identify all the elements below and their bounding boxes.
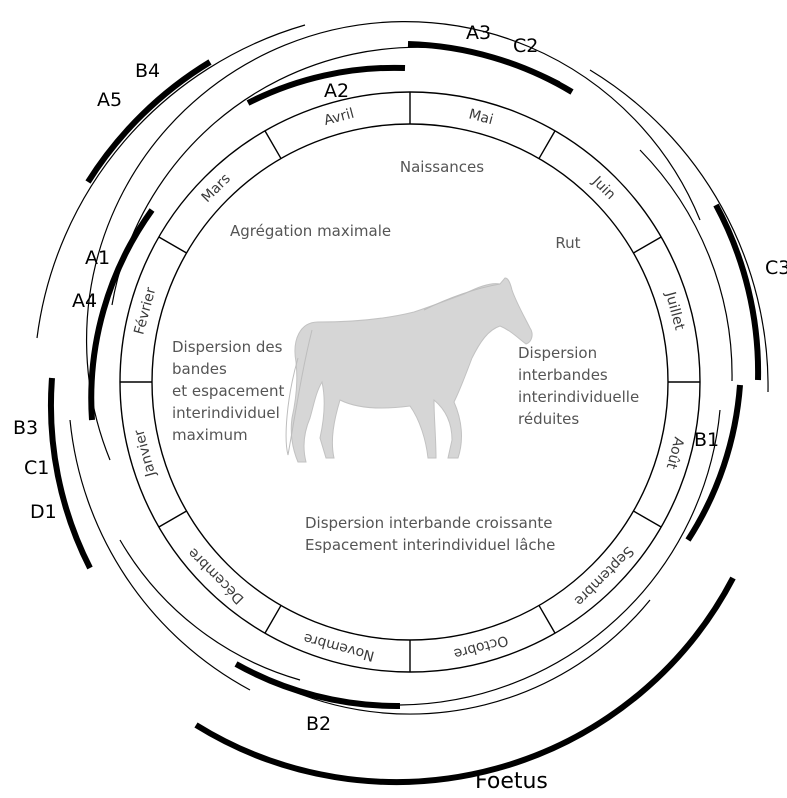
month-divider [539, 131, 555, 159]
arc-a3-c2 [408, 44, 572, 92]
arc-c3 [716, 205, 758, 380]
code-c3: C3 [765, 257, 787, 279]
arc-left-lower [70, 420, 250, 690]
phase-naissances: Naissances [400, 158, 484, 176]
code-b2: B2 [306, 713, 331, 735]
phase-dispersion-bandes-line1: Dispersion des [172, 338, 283, 356]
month-label-2: Mars [199, 171, 234, 206]
phase-agregation: Agrégation maximale [230, 222, 391, 240]
month-label-3: Avril [322, 106, 356, 129]
phase-dispersion-interbandes-line3: interindividuelle [518, 388, 639, 406]
arc-b3-c1-d1 [51, 378, 90, 568]
horse-silhouette-icon [286, 278, 532, 462]
code-a2: A2 [324, 80, 349, 102]
phase-dispersion-bandes-line5: maximum [172, 426, 248, 444]
month-label-1: Février [131, 285, 159, 336]
month-divider [265, 131, 281, 159]
code-a4: A4 [72, 290, 97, 312]
code-a3: A3 [466, 22, 491, 44]
arc-right-inner [640, 150, 732, 381]
month-label-7: Août [663, 435, 687, 471]
phase-dispersion-bandes-line2: bandes [172, 360, 227, 378]
horse-body [291, 278, 532, 462]
arc-right [590, 70, 768, 392]
code-b1: B1 [694, 429, 719, 451]
code-a1: A1 [85, 247, 110, 269]
arc-foetus [196, 578, 733, 782]
phase-dispersion-croissante-line1: Dispersion interbande croissante [305, 514, 552, 532]
phase-dispersion-interbandes-line4: réduites [518, 410, 579, 428]
phase-dispersion-bandes-line3: et espacement [172, 382, 284, 400]
month-label-0: Janvier [131, 427, 159, 479]
label-foetus: Foetus [475, 769, 548, 794]
month-label-4: Mai [467, 106, 495, 128]
code-b3: B3 [13, 417, 38, 439]
month-label-6: Juillet [662, 289, 688, 332]
month-divider [159, 511, 187, 527]
month-divider [633, 237, 661, 253]
arc-b1 [688, 385, 740, 540]
month-label-10: Novembre [302, 630, 376, 664]
phase-dispersion-interbandes-line1: Dispersion [518, 344, 597, 362]
phase-rut: Rut [555, 234, 580, 252]
code-c2: C2 [513, 35, 538, 57]
month-divider [265, 605, 281, 633]
arc-codes: A3 C2 A2 B4 A5 A1 A4 B3 C1 D1 C3 B1 B2 F… [13, 22, 787, 794]
phase-dispersion-croissante-line2: Espacement interindividuel lâche [305, 536, 555, 554]
code-c1: C1 [24, 457, 49, 479]
month-divider [159, 237, 187, 253]
month-divider [633, 511, 661, 527]
month-divider [539, 605, 555, 633]
code-a5: A5 [97, 89, 122, 111]
phase-dispersion-bandes-line4: interindividuel [172, 404, 280, 422]
code-d1: D1 [30, 501, 57, 523]
code-b4: B4 [135, 60, 160, 82]
month-label-5: Juin [588, 173, 618, 203]
phase-dispersion-interbandes-line2: interbandes [518, 366, 608, 384]
